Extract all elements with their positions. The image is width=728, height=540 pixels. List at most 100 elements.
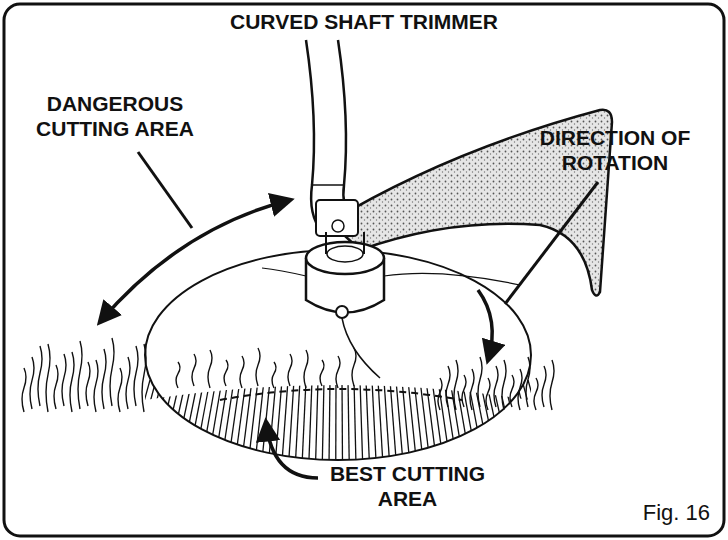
hatch-stroke bbox=[328, 380, 330, 462]
hatch-stroke bbox=[420, 380, 430, 462]
dashed-boundary bbox=[220, 389, 462, 400]
figure-number: Fig. 16 bbox=[610, 500, 710, 526]
hatch-stroke bbox=[242, 380, 252, 462]
grass-blade bbox=[272, 362, 276, 388]
hatch-stroke bbox=[384, 380, 390, 462]
grass-blade bbox=[22, 368, 26, 412]
hatch-stroke bbox=[134, 380, 156, 462]
hatch-stroke bbox=[168, 380, 186, 462]
grass-blade bbox=[336, 356, 340, 388]
hatch-stroke bbox=[295, 380, 300, 462]
hatch-stroke bbox=[161, 380, 180, 462]
hatch-stroke bbox=[360, 380, 363, 462]
grass-blade bbox=[110, 338, 114, 406]
grass-blade bbox=[352, 348, 356, 386]
hatch-stroke bbox=[378, 380, 383, 462]
grass-blade bbox=[526, 357, 530, 407]
hatch-stroke bbox=[208, 380, 222, 462]
grass-blade bbox=[224, 360, 228, 386]
grass-blade bbox=[86, 362, 90, 406]
hatch-stroke bbox=[228, 380, 240, 462]
grass-blade bbox=[78, 341, 82, 409]
grass-blade bbox=[176, 362, 180, 388]
hatch-stroke bbox=[195, 380, 210, 462]
hatch-stroke bbox=[341, 380, 343, 462]
hatch-stroke bbox=[498, 380, 517, 462]
grass-blade bbox=[462, 375, 466, 407]
grass-blade bbox=[304, 350, 308, 388]
grass-blade bbox=[54, 365, 58, 409]
callout-label: DANGEROUS CUTTING AREA bbox=[30, 92, 200, 142]
hatch-stroke bbox=[309, 380, 312, 462]
grass-blade bbox=[502, 360, 506, 410]
grass-blade bbox=[550, 360, 554, 410]
grass-blade bbox=[438, 378, 442, 410]
grass-blade bbox=[288, 354, 292, 386]
grass-blade bbox=[542, 366, 546, 407]
grass-blade bbox=[256, 348, 260, 386]
frame bbox=[4, 4, 724, 536]
grass-blade bbox=[510, 375, 514, 407]
grass-blade bbox=[70, 352, 74, 412]
callout-label: DIRECTION OF ROTATION bbox=[520, 126, 710, 176]
hatch-stroke bbox=[354, 380, 356, 462]
grass-blade bbox=[494, 366, 498, 407]
grass-blade bbox=[126, 357, 130, 409]
hatch-stroke bbox=[302, 380, 306, 462]
hatch-stroke bbox=[348, 380, 349, 462]
grass-blade bbox=[320, 360, 324, 386]
grass bbox=[22, 338, 554, 412]
leader-line bbox=[505, 182, 598, 304]
hatch-stroke bbox=[462, 380, 477, 462]
grass-blade bbox=[240, 356, 244, 388]
grass-blade bbox=[118, 368, 122, 412]
hatch-stroke bbox=[154, 380, 174, 462]
grass-blade bbox=[534, 378, 538, 410]
hatch-stroke bbox=[432, 380, 443, 462]
best-area-arrow bbox=[266, 422, 318, 478]
hatch-stroke bbox=[366, 380, 369, 462]
grass-blade bbox=[94, 360, 98, 412]
grass-blade bbox=[46, 344, 50, 412]
hatch-stroke bbox=[127, 380, 150, 462]
grass-blade bbox=[192, 354, 196, 386]
hatch-stroke bbox=[215, 380, 228, 462]
hatch-stroke bbox=[528, 380, 551, 462]
hatch-stroke bbox=[390, 380, 396, 462]
hatch-stroke bbox=[322, 380, 324, 462]
cutting-circle bbox=[145, 250, 531, 460]
grass-blade bbox=[518, 369, 522, 410]
hatch-stroke bbox=[188, 380, 204, 462]
hatch-stroke bbox=[235, 380, 246, 462]
hatch-stroke bbox=[372, 380, 376, 462]
grass-blade bbox=[208, 350, 212, 388]
callout-label: BEST CUTTING AREA bbox=[315, 462, 500, 512]
grass-blade bbox=[38, 346, 42, 406]
clamp bbox=[316, 200, 358, 236]
grass-blade bbox=[478, 357, 482, 407]
hatch-stroke bbox=[316, 380, 318, 462]
hatch-stroke bbox=[148, 380, 168, 462]
hatch-stroke bbox=[289, 380, 294, 462]
rotation-arrow bbox=[478, 290, 492, 360]
danger-arc-arrow bbox=[100, 200, 290, 322]
trimmer-line bbox=[342, 318, 380, 378]
grass-blade bbox=[470, 369, 474, 410]
hatch-stroke bbox=[335, 380, 337, 462]
grass-blade bbox=[134, 346, 138, 406]
hatch-stroke bbox=[222, 380, 234, 462]
grass-blade bbox=[142, 344, 146, 412]
hatch-stroke bbox=[141, 380, 162, 462]
grass-blade bbox=[486, 378, 490, 410]
figure-title: CURVED SHAFT TRIMMER bbox=[0, 10, 728, 35]
leader-line bbox=[138, 152, 192, 228]
grass-blade bbox=[30, 357, 34, 409]
grass-blade bbox=[102, 349, 106, 409]
hatch-stroke bbox=[450, 380, 463, 462]
hatch-stroke bbox=[426, 380, 437, 462]
hatch-stroke bbox=[201, 380, 216, 462]
grass-blade bbox=[454, 360, 458, 410]
hatch-stroke bbox=[510, 380, 531, 462]
grass-blade bbox=[62, 354, 66, 406]
